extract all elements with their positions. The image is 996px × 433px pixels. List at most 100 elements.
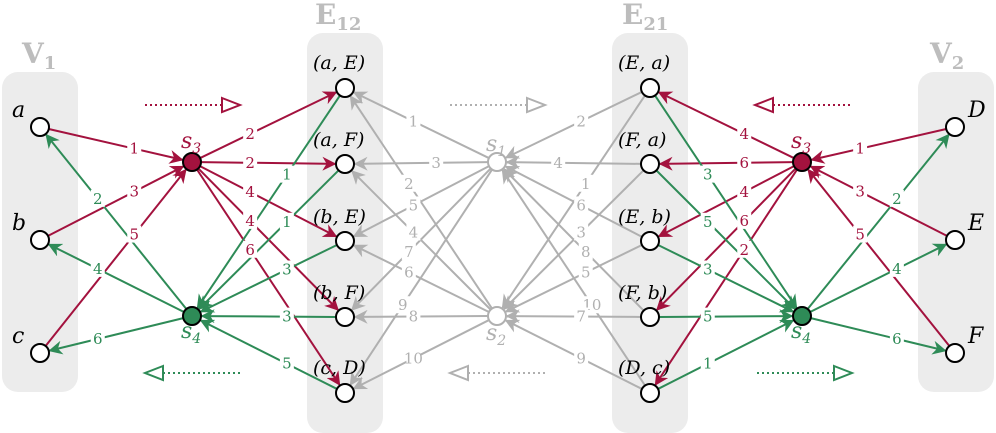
edge-red-E-s3 <box>809 165 948 237</box>
edge-red-c-s3-label: 5 <box>129 226 139 244</box>
edge-labels: 1357924681024681013579135246224461133546… <box>90 112 904 373</box>
special-label-s3-left: s3 <box>181 129 201 157</box>
edge-gray-e21-s1-0 <box>504 91 643 159</box>
special-label-s1: s1 <box>486 132 506 160</box>
node-b <box>30 230 50 250</box>
edge-gray-s2-e12-3 <box>353 309 489 324</box>
edge-green-s4-a-label: 2 <box>93 190 103 208</box>
node-a <box>30 117 50 137</box>
vertex-label-c: c <box>12 324 24 349</box>
direction-arrow-green-left <box>142 364 240 382</box>
edge-green-L1-s4-label: 1 <box>282 213 292 231</box>
edge-red-s3-R1-label: 6 <box>739 154 749 172</box>
edge-green-L1-s4 <box>198 169 340 310</box>
edge-gray-s1-e12-1 <box>353 156 489 171</box>
edge-gray-e21-s2-0 <box>501 94 646 309</box>
edge-gray-e21-s1-2-label: 6 <box>576 196 586 214</box>
edge-gray-e21-s1-0-label: 2 <box>576 112 586 130</box>
special-label-s2: s2 <box>486 321 506 349</box>
edge-gray-s1-e12-3-label: 7 <box>404 243 414 261</box>
edge-green-s4-b <box>47 243 185 313</box>
edge-red-s3-L3-label: 4 <box>245 212 255 230</box>
edge-gray-e21-s2-2-label: 5 <box>581 264 591 282</box>
node-s2 <box>487 306 507 326</box>
edge-gray-e21-s1-1-label: 4 <box>553 154 563 172</box>
edge-green-L2-s4 <box>199 244 338 313</box>
node-Fa <box>640 154 660 174</box>
edge-gray-s1-e12-4 <box>349 168 493 386</box>
edge-red-s3-R2-label: 4 <box>739 183 749 201</box>
edge-gray-s2-e12-3-label: 8 <box>409 308 419 326</box>
node-s1 <box>487 152 507 172</box>
edge-gray-e21-s2-4-label: 9 <box>576 349 586 367</box>
edge-red-s3-R0 <box>657 91 795 159</box>
edge-red-b-s3-label: 3 <box>129 183 139 201</box>
node-F <box>945 343 965 363</box>
pair-label-Eb: (E, b) <box>618 206 671 228</box>
node-D <box>945 117 965 137</box>
direction-arrow-gray-top <box>450 96 548 114</box>
edge-green-L0-s4-label: 1 <box>282 166 292 184</box>
edge-green-L4-s4 <box>199 319 338 390</box>
pair-label-Fa: (F, a) <box>618 129 666 151</box>
edge-green-s4-D-label: 2 <box>892 190 902 208</box>
edge-green-R3-s4 <box>658 309 794 324</box>
edge-gray-s1-e12-4-label: 9 <box>398 296 408 314</box>
special-label-s4-right: s4 <box>791 319 811 347</box>
pair-label-Dc: (D, c) <box>618 357 670 379</box>
edge-red-b-s3 <box>47 165 185 237</box>
vertex-label-b: b <box>12 211 26 236</box>
node-Ea <box>640 78 660 98</box>
edge-red-E-s3-label: 3 <box>855 183 865 201</box>
pair-label-Ea: (E, a) <box>618 52 670 74</box>
vertex-label-E: E <box>967 211 984 236</box>
edge-green-L2-s4-label: 3 <box>282 261 292 279</box>
edge-red-D-s3-label: 1 <box>855 140 865 158</box>
edge-gray-e21-s2-3 <box>505 309 642 324</box>
edge-gray-s2-e12-0 <box>349 95 493 310</box>
edge-gray-s2-e12-4 <box>352 319 490 390</box>
node-Fb <box>640 307 660 327</box>
edge-gray-e21-s1-1 <box>505 155 642 170</box>
edge-red-s3-L0 <box>199 91 338 159</box>
edge-red-a-s3-label: 1 <box>129 140 139 158</box>
direction-arrow-red-right <box>752 96 850 114</box>
group-label-v1: V1 <box>21 37 56 74</box>
edge-gray-s2-e12-2 <box>352 244 490 313</box>
edge-red-s3-L1 <box>200 156 337 171</box>
edge-green-s4-b-label: 4 <box>93 260 103 278</box>
edge-red-s3-R3-label: 6 <box>739 212 749 230</box>
edge-green-R4-s4 <box>657 319 795 390</box>
edge-gray-s1-e12-0 <box>352 91 490 159</box>
node-s4-right <box>792 306 812 326</box>
edge-gray-e21-s2-3-label: 7 <box>576 308 586 326</box>
node-aE <box>335 78 355 98</box>
edge-green-R3-s4-label: 5 <box>703 308 713 326</box>
pair-label-cD: (c, D) <box>313 357 366 379</box>
pair-label-bE: (b, E) <box>313 206 366 228</box>
edge-green-s4-c <box>48 317 184 355</box>
edge-red-s3-L1-label: 2 <box>245 154 255 172</box>
group-label-e12: E12 <box>315 0 361 35</box>
edge-green-L3-s4-label: 3 <box>282 308 292 326</box>
edge-gray-e21-s2-1 <box>503 169 645 310</box>
edge-gray-s2-e12-2-label: 6 <box>404 264 414 282</box>
edge-green-R0-s4-label: 3 <box>703 166 713 184</box>
edge-green-R1-s4-label: 5 <box>703 213 713 231</box>
edge-red-s3-R1 <box>658 156 794 171</box>
edge-gray-s1-e12-1-label: 3 <box>431 154 441 172</box>
edge-red-s3-L0-label: 2 <box>245 125 255 143</box>
edge-red-c-s3 <box>44 168 187 347</box>
edge-gray-s1-e12-2-label: 5 <box>409 196 419 214</box>
node-aF <box>335 154 355 174</box>
edge-gray-s2-e12-0-label: 2 <box>404 175 414 193</box>
edge-gray-s2-e12-4-label: 10 <box>404 349 423 367</box>
edge-red-s3-L4 <box>196 168 341 386</box>
edge-green-R2-s4 <box>657 244 795 313</box>
edge-gray-s2-e12-1 <box>351 170 492 311</box>
edge-red-a-s3 <box>48 128 184 164</box>
pair-label-Fb: (F, b) <box>618 282 667 304</box>
edge-green-L4-s4-label: 5 <box>282 355 292 373</box>
node-Dc <box>640 383 660 403</box>
